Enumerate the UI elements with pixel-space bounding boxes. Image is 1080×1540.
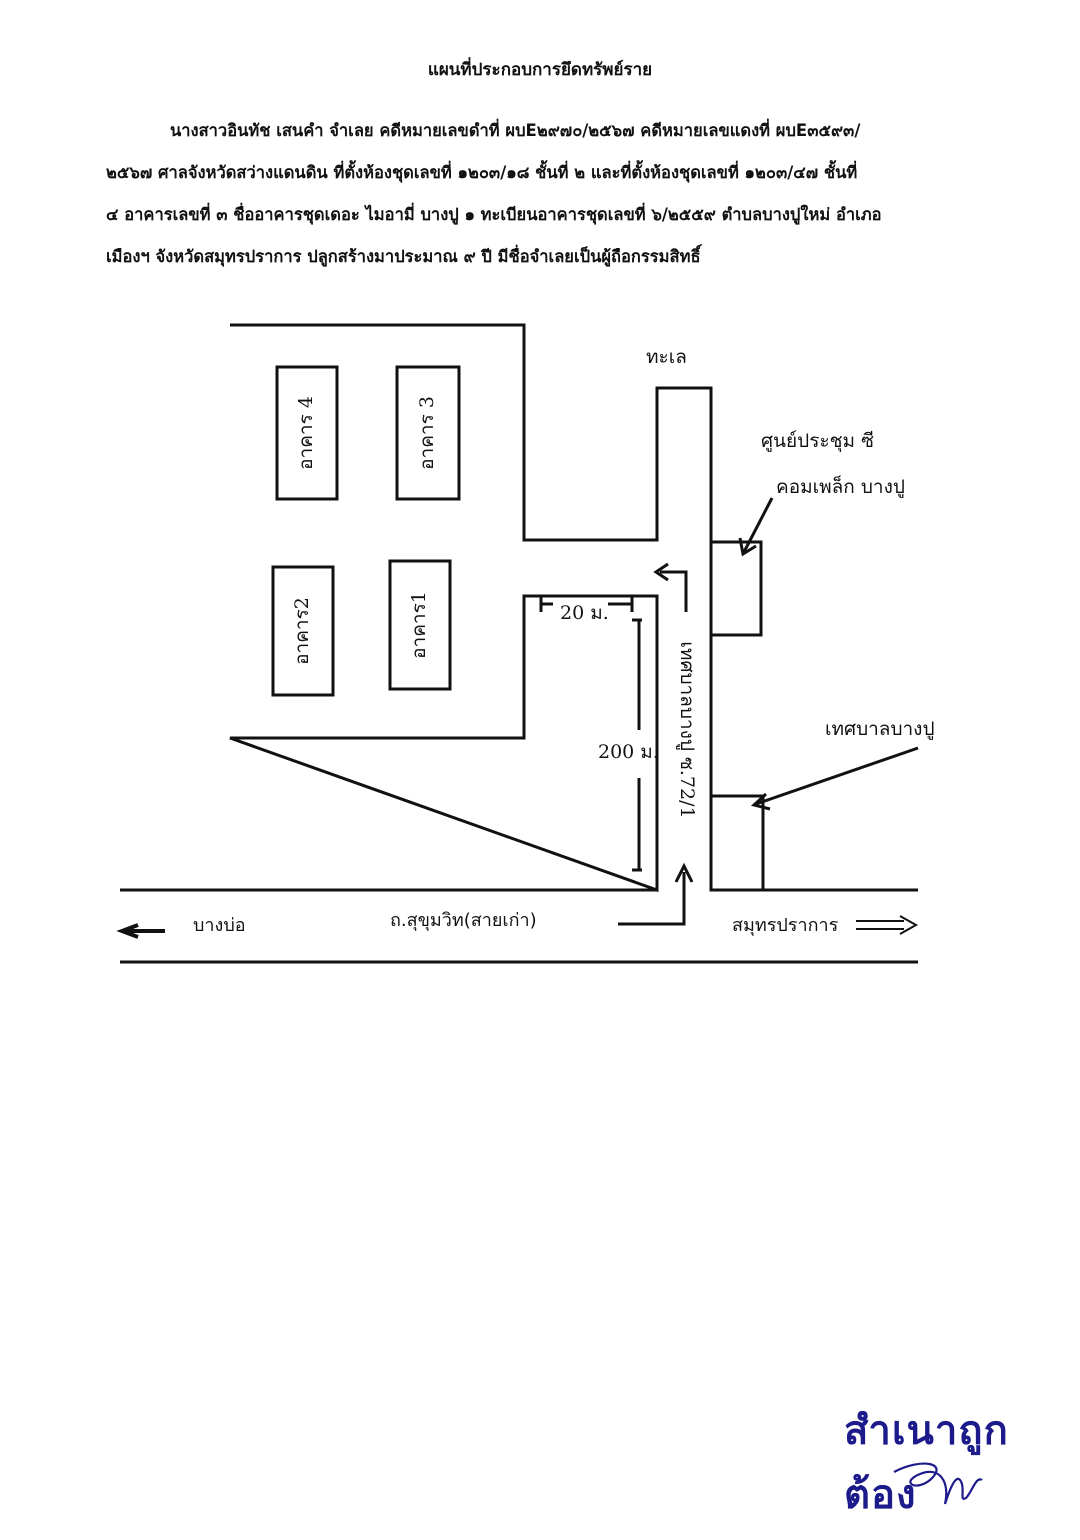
building-4-box bbox=[275, 365, 339, 501]
turn-arrow bbox=[660, 570, 688, 612]
road-left-label: บางบ่อ bbox=[193, 915, 246, 936]
sea-label: ทะเล bbox=[646, 346, 687, 368]
compound-outline bbox=[229, 323, 713, 893]
convention-label-line2: คอมเพล็ก บางปู bbox=[776, 474, 905, 498]
paragraph-line-1: นางสาวอินทัช เสนคำ จำเลย คดีหมายเลขดำที่… bbox=[170, 121, 861, 140]
municipality-box bbox=[709, 794, 765, 892]
building-1-box bbox=[388, 559, 452, 691]
certified-copy-stamp: สำเนาถูกต้อง bbox=[844, 1408, 1009, 1518]
convention-pointer bbox=[742, 497, 774, 553]
building-2-label: อาคาร2 bbox=[291, 597, 313, 665]
page-title: แผนที่ประกอบการยึดทรัพย์ราย bbox=[427, 60, 653, 80]
municipality-pointer bbox=[755, 746, 919, 806]
signature bbox=[893, 1462, 983, 1505]
left-direction-arrow bbox=[116, 923, 165, 939]
paragraph-line-4: เมืองฯ จังหวัดสมุทรปราการ ปลูกสร้างมาประ… bbox=[106, 247, 701, 266]
building-1-label: อาคาร1 bbox=[408, 591, 430, 659]
paragraph-line-2: ๒๕๖๗ ศาลจังหวัดสว่างแดนดิน ที่ตั้งห้องชุ… bbox=[106, 163, 858, 182]
building-3-box bbox=[395, 365, 461, 501]
road-main-label: ถ.สุขุมวิท(สายเก่า) bbox=[390, 910, 537, 931]
municipality-label: เทศบาลบางปู bbox=[825, 718, 935, 740]
distance-20m: 20 ม. bbox=[560, 602, 609, 624]
building-3-label: อาคาร 3 bbox=[416, 396, 438, 470]
road-right-label: สมุทรปราการ bbox=[732, 915, 839, 936]
building-4-label: อาคาร 4 bbox=[295, 396, 317, 470]
building-2-box bbox=[271, 565, 335, 697]
convention-label-line1: ศูนย์ประชุม ซี bbox=[761, 430, 874, 453]
distance-200m: 200 ม. bbox=[598, 741, 659, 763]
paragraph-line-3: ๔ อาคารเลขที่ ๓ ชื่ออาคารชุดเดอะ ไมอามี่… bbox=[106, 205, 882, 224]
entrance-arrow bbox=[618, 872, 686, 926]
convention-center-box bbox=[709, 540, 763, 637]
soi-label: เทศบาลบางปู ซ.72/1 bbox=[676, 641, 698, 818]
right-direction-arrow bbox=[856, 915, 919, 935]
